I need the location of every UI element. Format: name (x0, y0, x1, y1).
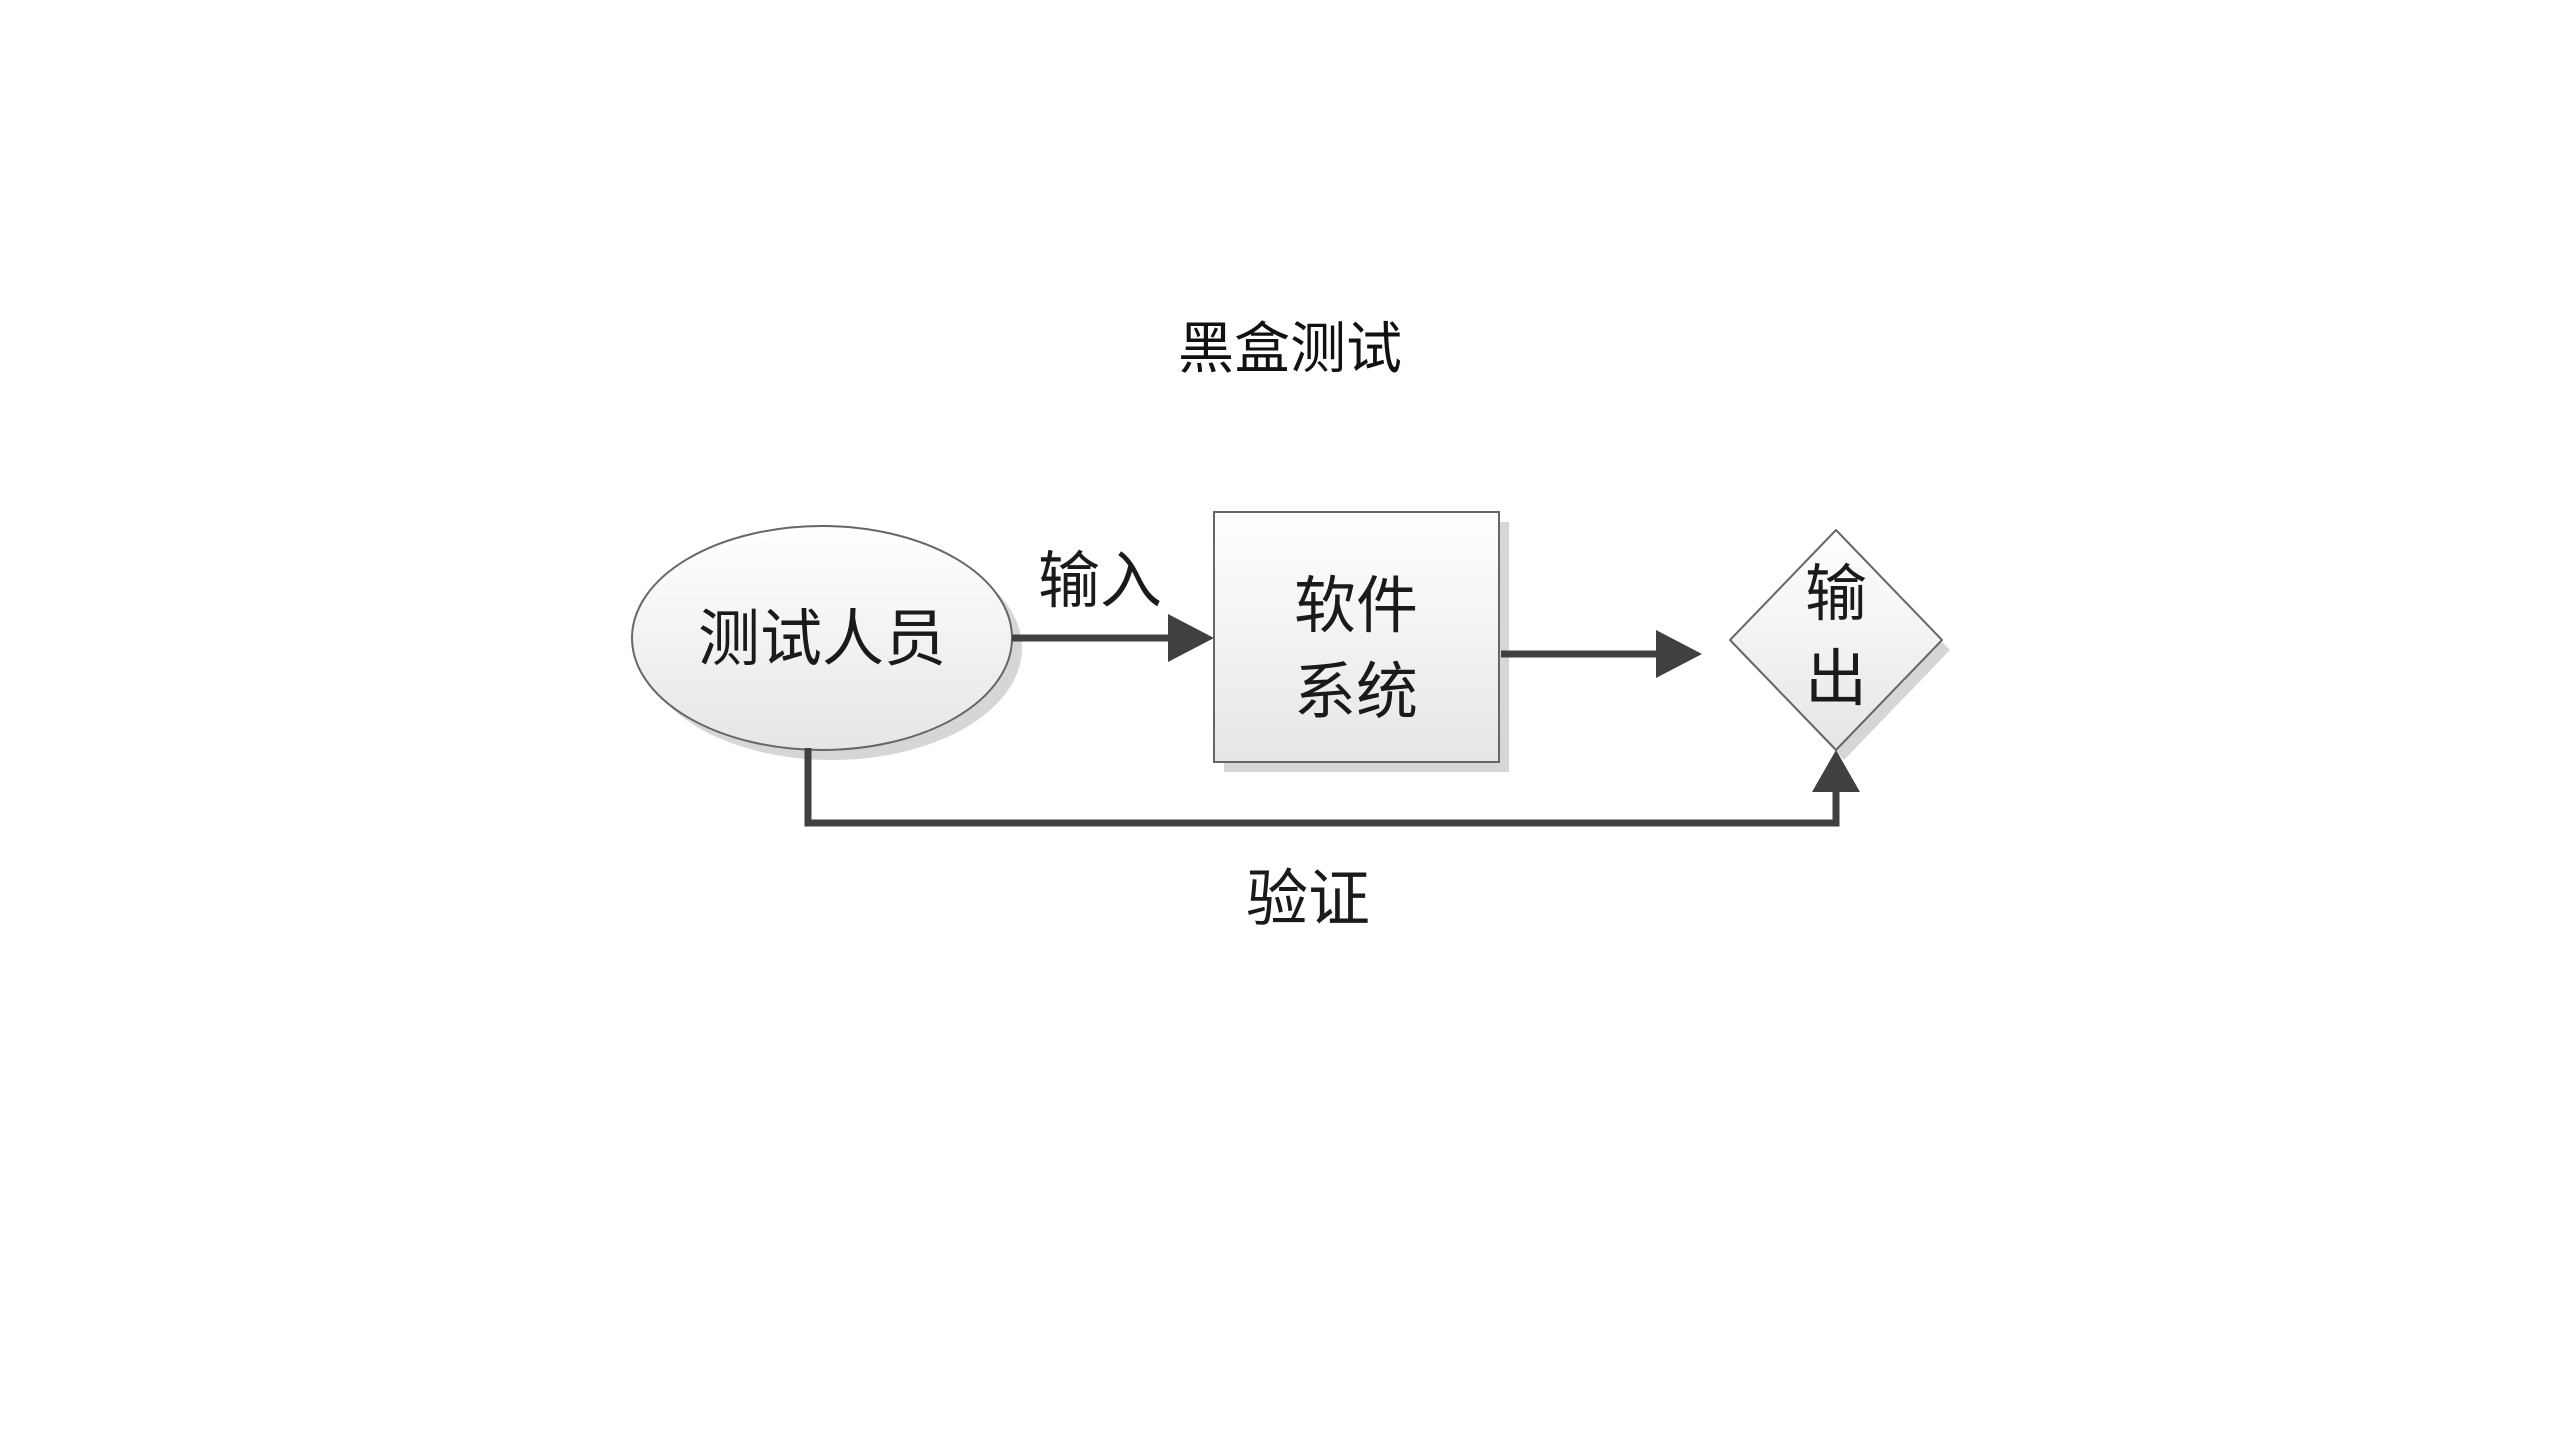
software-node: 软件 系统 (1213, 511, 1509, 772)
edge-verify-line (804, 748, 1840, 827)
tester-node: 测试人员 (631, 525, 1022, 760)
edge-input: 输入 (1012, 544, 1214, 662)
edge-verify-label: 验证 (1246, 862, 1370, 935)
edge-verify: 验证 (804, 748, 1860, 935)
edge-input-label: 输入 (1038, 544, 1162, 617)
output-node-label-line2: 出 (1805, 642, 1867, 715)
edge-input-arrowhead (1168, 614, 1214, 662)
tester-node-label: 测试人员 (698, 602, 946, 675)
software-node-shape (1213, 511, 1500, 763)
diagram-title: 黑盒测试 (1178, 317, 1402, 382)
output-node: 输 出 (1729, 529, 1950, 760)
edge-result (1501, 630, 1702, 678)
output-node-label-line1: 输 (1805, 557, 1867, 630)
software-node-label-line1: 软件 (1294, 569, 1418, 642)
edge-result-arrowhead (1656, 630, 1702, 678)
edge-verify-arrowhead (1812, 750, 1860, 792)
software-node-label-line2: 系统 (1294, 655, 1418, 728)
